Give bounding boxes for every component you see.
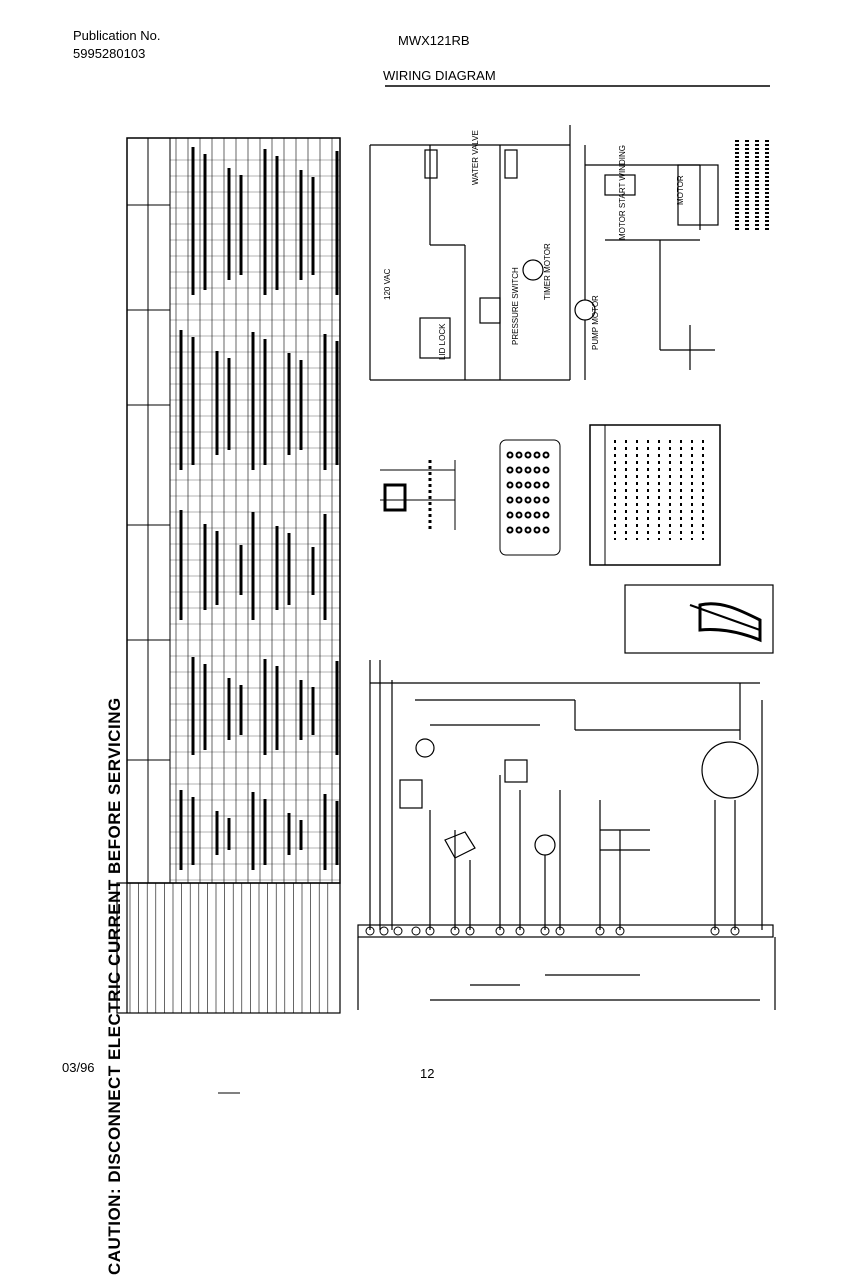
model-number: MWX121RB [398,33,470,48]
terminal-circle [540,926,550,936]
pressure-switch-pictorial [444,831,476,859]
motor-pictorial [701,741,759,799]
pump-motor-pictorial [415,738,435,758]
switch-contact-dot [533,481,541,489]
switch-contact-dot [542,526,550,534]
terminal-circle [465,926,475,936]
terminal-circle [730,926,740,936]
motor-start-winding-label: MOTOR START WINDING [618,145,627,240]
water-valve-coil-2 [504,149,518,179]
switch-contact-dot [524,526,532,534]
lid-lock-pictorial [399,779,423,809]
switch-contact-dot [533,511,541,519]
switch-matrix-inset [499,439,561,556]
switch-contact-dot [515,481,523,489]
water-valve-coil [424,149,438,179]
terminal-circle [495,926,505,936]
switch-contact-dot [542,496,550,504]
terminal-circle [450,926,460,936]
switch-contact-dot [515,511,523,519]
terminal-detail [624,584,774,654]
switch-contact-dot [542,466,550,474]
wiring-diagram: 120 VAC TIMER MOTOR PUMP MOTOR PRESSURE … [116,85,776,1094]
publication-number: 5995280103 [73,46,146,61]
lid-lock-label: LID LOCK [438,323,447,360]
water-valve-label: WATER VALVE [471,130,480,185]
switch-contact-dot [506,511,514,519]
switch-contact-dot [533,496,541,504]
lid-lock-symbol [419,317,451,359]
terminal-circle [555,926,565,936]
motor-label: MOTOR [676,175,685,205]
switch-contact-dot [524,496,532,504]
water-valve-pictorial [504,759,528,783]
symbol-key [589,424,721,566]
page-number: 12 [420,1066,435,1081]
pump-motor-label: PUMP MOTOR [591,295,600,350]
pictorial-wiring [357,660,776,1010]
switch-contact-dot [515,466,523,474]
motor-start-winding-symbol [604,174,636,196]
switch-contact-dot [515,496,523,504]
timer-motor-label: TIMER MOTOR [543,243,552,300]
page-title: WIRING DIAGRAM [383,68,496,83]
timer-chart-circuit-rows [129,883,329,1013]
switch-contact-dot [506,481,514,489]
terminal-circle [595,926,605,936]
motor-symbol [677,164,719,226]
timer-chart-columns [170,138,340,883]
supply-label: 120 VAC [383,268,392,300]
timer-motor-pictorial [534,834,556,856]
terminal-circle [365,926,375,936]
switch-contact-dot [524,451,532,459]
switch-contact-dot [506,466,514,474]
terminal-strip [365,926,740,936]
terminal-circle [425,926,435,936]
terminal-circle [515,926,525,936]
timer-cycle-inset [380,460,456,530]
switch-contact-dot [542,481,550,489]
terminal-circle [710,926,720,936]
schematic-labels: 120 VAC TIMER MOTOR PUMP MOTOR PRESSURE … [383,130,685,360]
terminal-circle [615,926,625,936]
publication-label: Publication No. [73,28,161,43]
switch-contact-dot [515,451,523,459]
terminal-circle [411,926,421,936]
terminal-circle [393,926,403,936]
terminal-circle [379,926,389,936]
switch-contact-dot [524,466,532,474]
footer-date: 03/96 [62,1060,95,1075]
switch-contact-dot [506,526,514,534]
switch-contact-dot [533,466,541,474]
switch-contact-dot [515,526,523,534]
wire-legend [735,140,769,230]
switch-contact-dot [542,451,550,459]
switch-contact-dot [533,451,541,459]
switch-contact-dot [506,496,514,504]
switch-contact-dot [533,526,541,534]
switch-contact-dot [542,511,550,519]
ladder-schematic [369,125,719,381]
switch-contact-dot [524,481,532,489]
pressure-switch-label: PRESSURE SWITCH [511,267,520,345]
switch-contact-dot [524,511,532,519]
pressure-switch-symbol [479,297,501,324]
switch-contact-dot [506,451,514,459]
timer-motor-symbol [522,259,544,281]
